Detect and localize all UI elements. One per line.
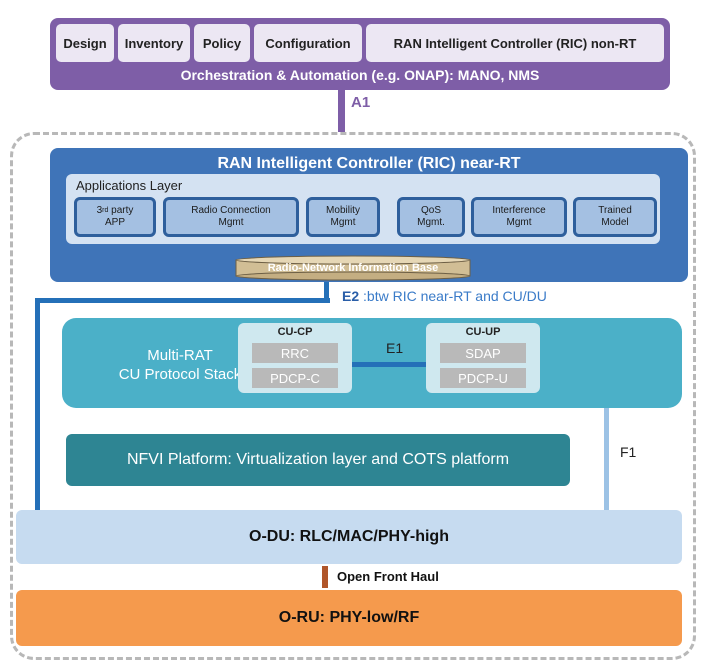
app-label-line1: QoS — [420, 205, 441, 216]
inventory-tab[interactable]: Inventory — [118, 24, 190, 62]
cu-up-box[interactable]: CU-UP SDAP PDCP-U — [426, 323, 540, 393]
orchestration-box: Design Inventory Policy Configuration RA… — [50, 18, 670, 90]
app-label-line2: Mgmt — [506, 217, 532, 228]
f1-interface-line — [604, 408, 609, 510]
design-tab[interactable]: Design — [56, 24, 114, 62]
cu-protocol-stack-box: Multi-RAT CU Protocol Stack CU-CP RRC PD… — [62, 318, 682, 408]
e2-interface-label: E2 :btw RIC near-RT and CU/DU — [342, 288, 547, 304]
e1-interface-line — [352, 362, 428, 367]
fronthaul-line — [322, 566, 328, 588]
mobility-mgmt-app[interactable]: Mobility Mgmt — [306, 197, 380, 237]
database-cylinder-icon — [235, 255, 471, 281]
cu-protocol-stack-label: Multi-RAT CU Protocol Stack — [118, 347, 242, 383]
applications-layer: Applications Layer 3rd party APP Radio C… — [66, 174, 660, 244]
ric-near-rt-title: RAN Intelligent Controller (RIC) near-RT — [217, 155, 521, 172]
qos-mgmt-app[interactable]: QoS Mgmt. — [397, 197, 465, 237]
policy-tab[interactable]: Policy — [194, 24, 250, 62]
app-label-line1: Mobility — [326, 205, 360, 216]
f1-interface-label: F1 — [620, 444, 637, 460]
rnib-label: Radio-Network Information Base — [267, 262, 439, 274]
app-label-line1: 3rd party — [96, 205, 134, 216]
app-label-line1: Trained — [598, 205, 632, 216]
configuration-tab[interactable]: Configuration — [254, 24, 362, 62]
app-label-line2: Mgmt — [330, 217, 356, 228]
app-label-line1: Radio Connection — [191, 205, 271, 216]
sdap-block[interactable]: SDAP — [440, 343, 526, 363]
nfvi-platform-box: NFVI Platform: Virtualization layer and … — [66, 434, 570, 486]
e2-interface-line — [35, 298, 40, 510]
applications-layer-label: Applications Layer — [76, 178, 183, 193]
o-ru-box: O-RU: PHY-low/RF — [16, 590, 682, 646]
cu-up-title: CU-UP — [465, 326, 501, 338]
app-label-line2: Mgmt. — [417, 217, 445, 228]
third-party-app[interactable]: 3rd party APP — [74, 197, 156, 237]
pdcp-c-block[interactable]: PDCP-C — [252, 368, 338, 388]
a1-interface-label: A1 — [351, 94, 371, 111]
trained-model-app[interactable]: Trained Model — [573, 197, 657, 237]
interference-mgmt-app[interactable]: Interference Mgmt — [471, 197, 567, 237]
e2-interface-line — [35, 298, 330, 303]
orchestration-label: Orchestration & Automation (e.g. ONAP): … — [180, 67, 540, 83]
radio-connection-mgmt-app[interactable]: Radio Connection Mgmt — [163, 197, 299, 237]
fronthaul-label: Open Front Haul — [337, 569, 439, 584]
pdcp-u-block[interactable]: PDCP-U — [440, 368, 526, 388]
e2-interface-line — [324, 282, 329, 302]
rrc-block[interactable]: RRC — [252, 343, 338, 363]
ric-non-rt-tab[interactable]: RAN Intelligent Controller (RIC) non-RT — [366, 24, 664, 62]
o-du-box: O-DU: RLC/MAC/PHY-high — [16, 510, 682, 564]
app-label-line1: Interference — [492, 205, 546, 216]
cu-cp-title: CU-CP — [277, 326, 313, 338]
app-label-line2: Mgmt — [218, 217, 244, 228]
e1-interface-label: E1 — [386, 340, 404, 356]
app-label-line2: APP — [104, 217, 125, 228]
oran-boundary — [10, 132, 696, 660]
cu-cp-box[interactable]: CU-CP RRC PDCP-C — [238, 323, 352, 393]
a1-interface-line — [338, 90, 345, 132]
app-label-line2: Model — [601, 217, 629, 228]
